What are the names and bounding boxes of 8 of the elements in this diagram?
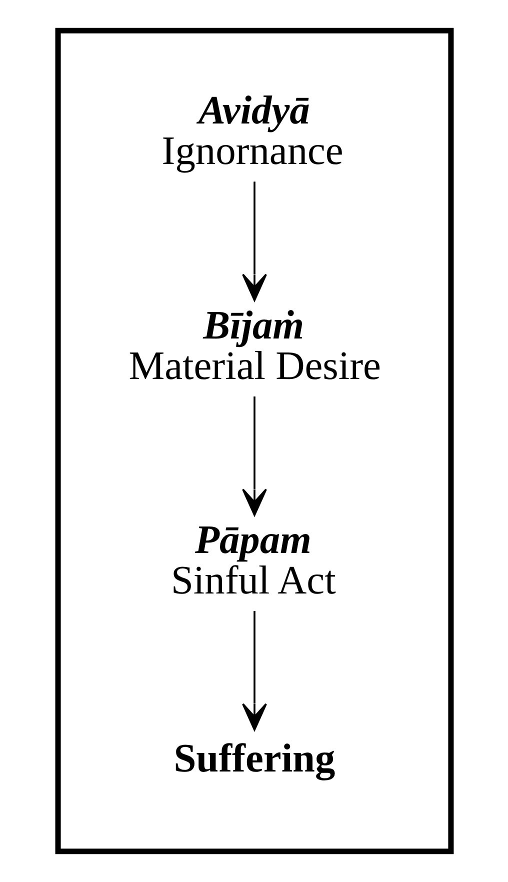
cluster — [54, 28, 454, 854]
arrow — [242, 396, 266, 516]
arrow — [242, 182, 266, 302]
node-text: Bījaṁ Material Desire — [128, 302, 380, 388]
node-text: Pāpam Sinful Act — [170, 517, 336, 603]
arrow — [242, 611, 266, 731]
node-text: Avidyā Ignornance — [161, 88, 343, 173]
node-text: Suffering — [173, 736, 335, 781]
